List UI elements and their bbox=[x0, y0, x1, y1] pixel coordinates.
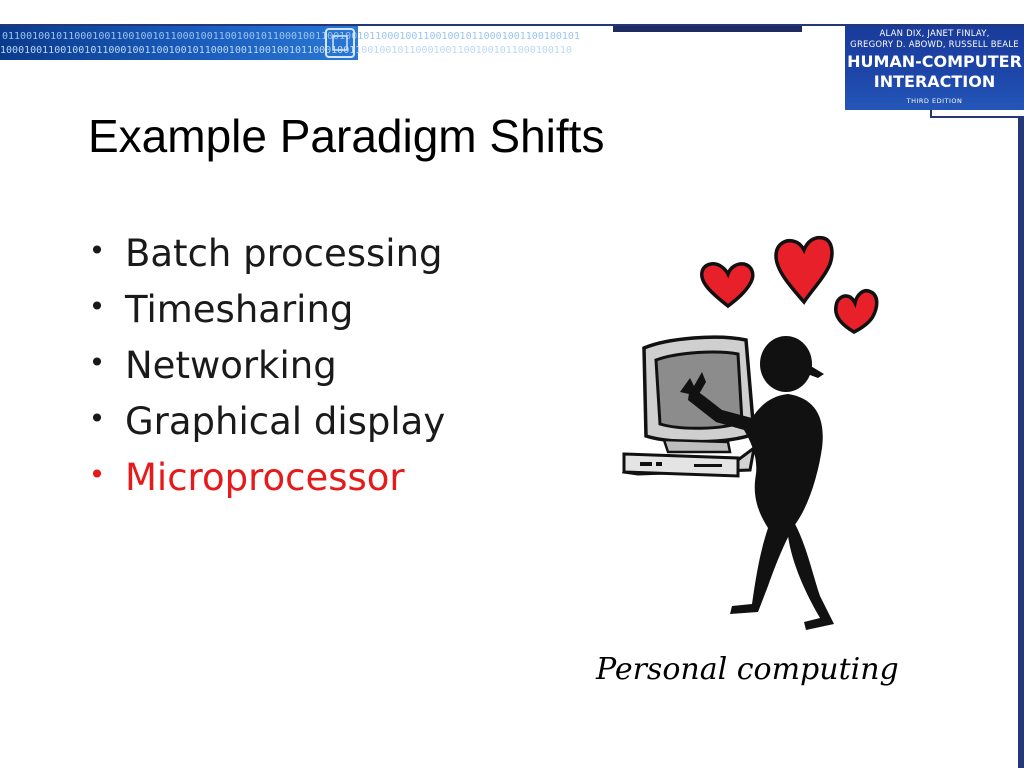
bullet-item: • Timesharing bbox=[88, 282, 445, 338]
bullet-dot-icon: • bbox=[88, 290, 106, 323]
heart-icon bbox=[774, 235, 834, 305]
figure-caption: Personal computing bbox=[596, 652, 899, 687]
chip-core-icon bbox=[332, 35, 348, 51]
cover-title-line-2: INTERACTION bbox=[873, 72, 996, 91]
binary-row-2: 1100010011001001011000100110010010110001… bbox=[0, 45, 572, 56]
bullet-text: Batch processing bbox=[125, 232, 443, 275]
cover-edition: THIRD EDITION bbox=[906, 97, 963, 105]
bullet-dot-icon: • bbox=[88, 402, 106, 435]
binary-header-strip: 0110010010110001001100100101100010011001… bbox=[0, 26, 580, 60]
bullet-item: • Networking bbox=[88, 338, 445, 394]
bullet-text: Graphical display bbox=[125, 400, 446, 443]
right-frame-bar bbox=[1018, 118, 1024, 768]
personal-computing-clipart bbox=[621, 235, 879, 630]
right-frame-top bbox=[930, 110, 1024, 118]
book-cover-logo: ALAN DIX, JANET FINLAY, GREGORY D. ABOWD… bbox=[845, 26, 1024, 110]
bullet-text: Microprocessor bbox=[125, 456, 405, 499]
slide-title: Example Paradigm Shifts bbox=[88, 110, 605, 162]
bullet-dot-icon: • bbox=[88, 234, 106, 267]
bullet-dot-icon: • bbox=[88, 458, 106, 491]
chip-icon bbox=[325, 28, 355, 58]
top-rule bbox=[0, 24, 1024, 26]
bullet-text: Timesharing bbox=[125, 288, 354, 331]
computer-icon bbox=[621, 335, 757, 478]
heart-icon bbox=[834, 289, 879, 334]
cover-authors-line-2: GREGORY D. ABOWD, RUSSELL BEALE bbox=[850, 40, 1019, 50]
cover-authors-line-1: ALAN DIX, JANET FINLAY, bbox=[879, 29, 990, 39]
bullet-dot-icon: • bbox=[88, 346, 106, 379]
person-figure-icon bbox=[680, 336, 834, 630]
binary-pattern: 0110010010110001001100100101100010011001… bbox=[0, 28, 580, 58]
cover-title-line-1: HUMAN-COMPUTER bbox=[847, 52, 1022, 71]
top-accent-bar bbox=[613, 26, 802, 32]
bullet-item: • Microprocessor bbox=[88, 450, 445, 506]
bullet-text: Networking bbox=[125, 344, 337, 387]
bullet-list: • Batch processing • Timesharing • Networki… bbox=[88, 226, 445, 506]
bullet-item: • Graphical display bbox=[88, 394, 445, 450]
binary-row-1: 0110010010110001001100100101100010011001… bbox=[2, 31, 580, 42]
bullet-item: • Batch processing bbox=[88, 226, 445, 282]
heart-icon bbox=[700, 262, 755, 309]
